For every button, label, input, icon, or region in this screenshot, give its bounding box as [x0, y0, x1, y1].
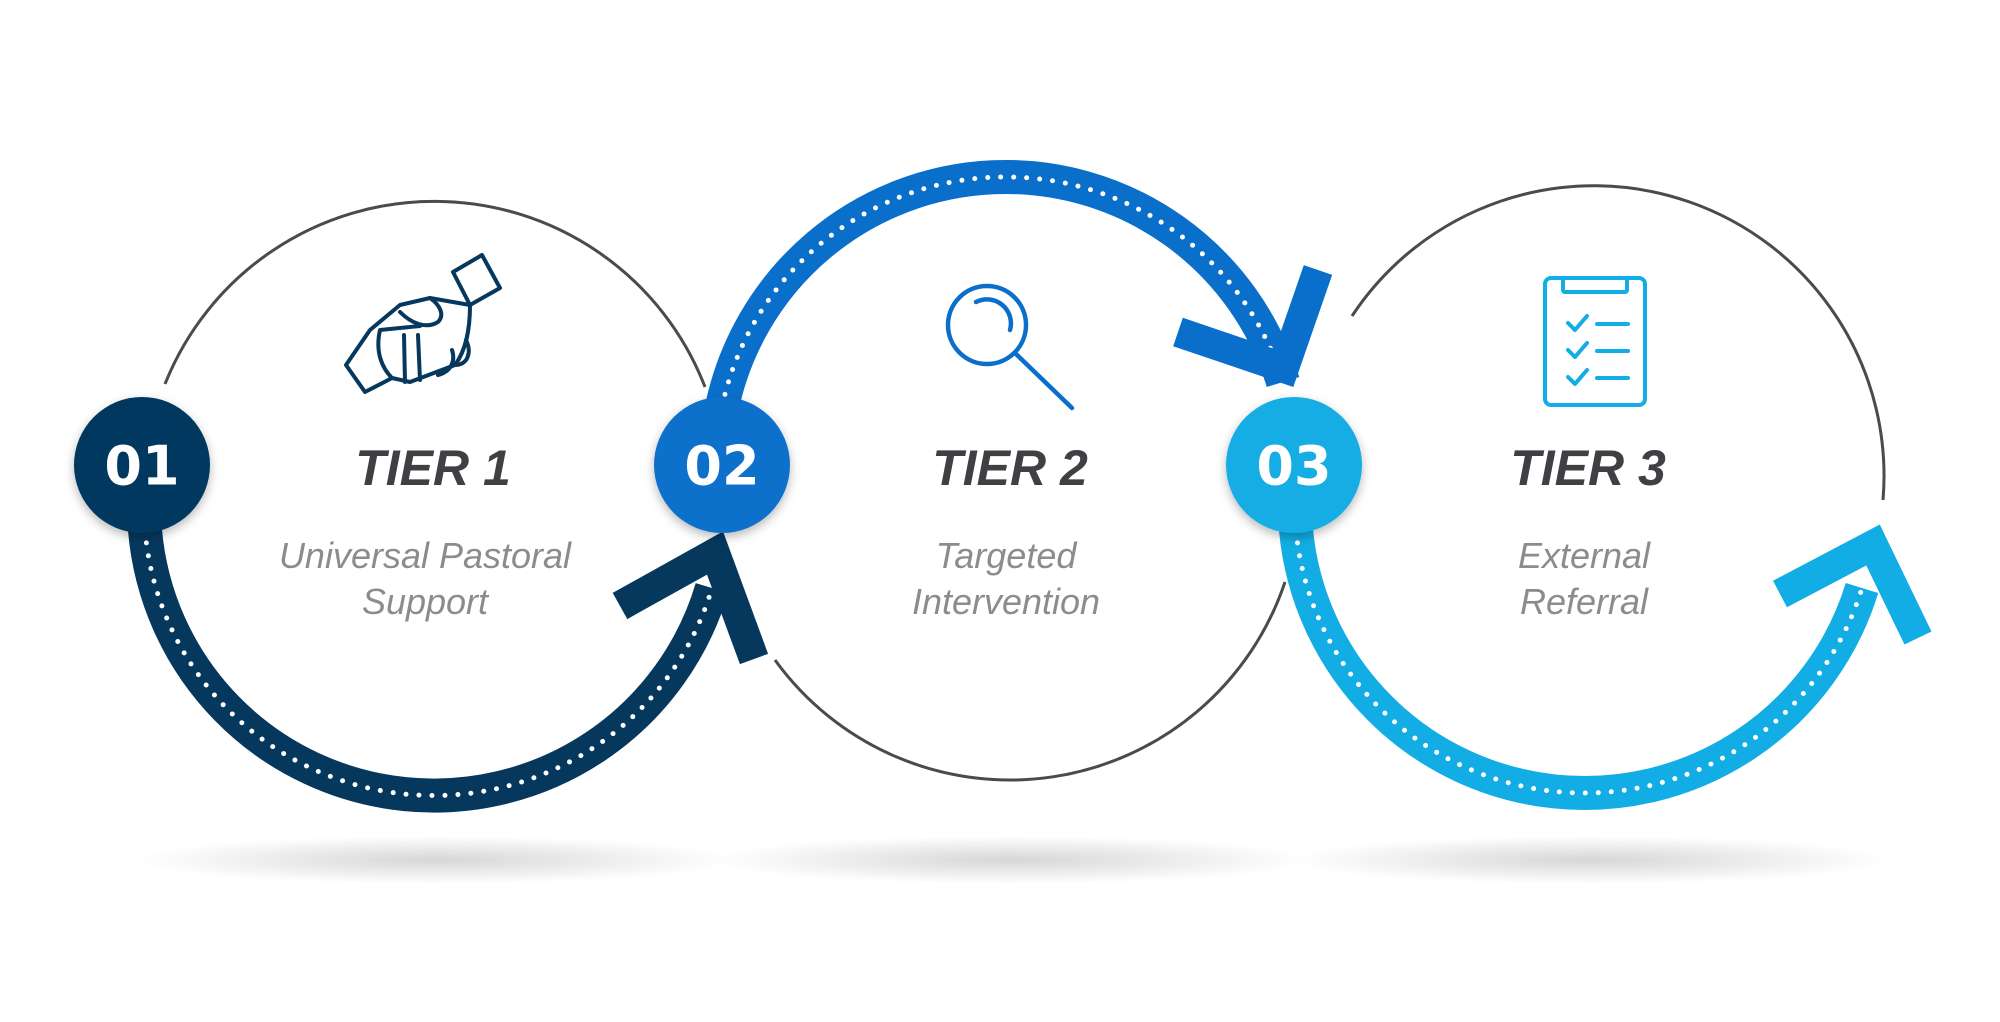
arrowhead-3 [1773, 524, 1932, 645]
tier-title-3: TIER 3 [1510, 440, 1666, 496]
tier-title-2: TIER 2 [932, 440, 1088, 496]
badge-number-3: 03 [1256, 435, 1331, 498]
arrowhead-2 [1173, 265, 1333, 387]
flow-arrow-3 [1279, 524, 1932, 810]
badge-circle-1 [74, 397, 210, 533]
flow-arrow-2 [705, 159, 1333, 411]
tier-title-1: TIER 1 [355, 440, 511, 496]
badge-number-2: 02 [684, 435, 759, 498]
tier-badge-2: 02 [654, 397, 790, 533]
flow-dots-1 [142, 527, 715, 798]
outline-arc-3 [1350, 184, 1886, 501]
tier-badge-1: 01 [74, 397, 210, 533]
handshake-icon [344, 253, 502, 394]
tier-subtitle-1-line1: Universal Pastoral [279, 535, 572, 576]
ground-shadow-1 [135, 836, 735, 884]
ground-shadow-2 [710, 836, 1310, 884]
outline-arc-1 [163, 199, 707, 388]
flow-dots-2 [719, 174, 1286, 410]
checklist-icon [1543, 276, 1647, 407]
ground-shadows [135, 836, 1890, 884]
outline-arcs [163, 184, 1886, 782]
outline-arc-2 [773, 581, 1287, 782]
tier-badge-3: 03 [1226, 397, 1362, 533]
badge-number-1: 01 [104, 435, 179, 498]
arrowhead-1 [612, 531, 769, 665]
badge-circle-3 [1226, 397, 1362, 533]
tier-subtitle-3-line1: External [1518, 535, 1651, 576]
badge-circle-2 [654, 397, 790, 533]
flow-dots-3 [1293, 527, 1865, 796]
flow-arc-2 [705, 159, 1300, 411]
tier-subtitle-2-line2: Intervention [912, 581, 1100, 622]
tier-subtitle-1-line2: Support [362, 581, 490, 622]
tier-subtitle-2-line1: Targeted [936, 535, 1078, 576]
magnifier-icon [945, 283, 1075, 411]
flow-arrow-1 [128, 527, 769, 813]
tier-subtitle-3-line2: Referral [1520, 581, 1649, 622]
ground-shadow-3 [1290, 836, 1890, 884]
